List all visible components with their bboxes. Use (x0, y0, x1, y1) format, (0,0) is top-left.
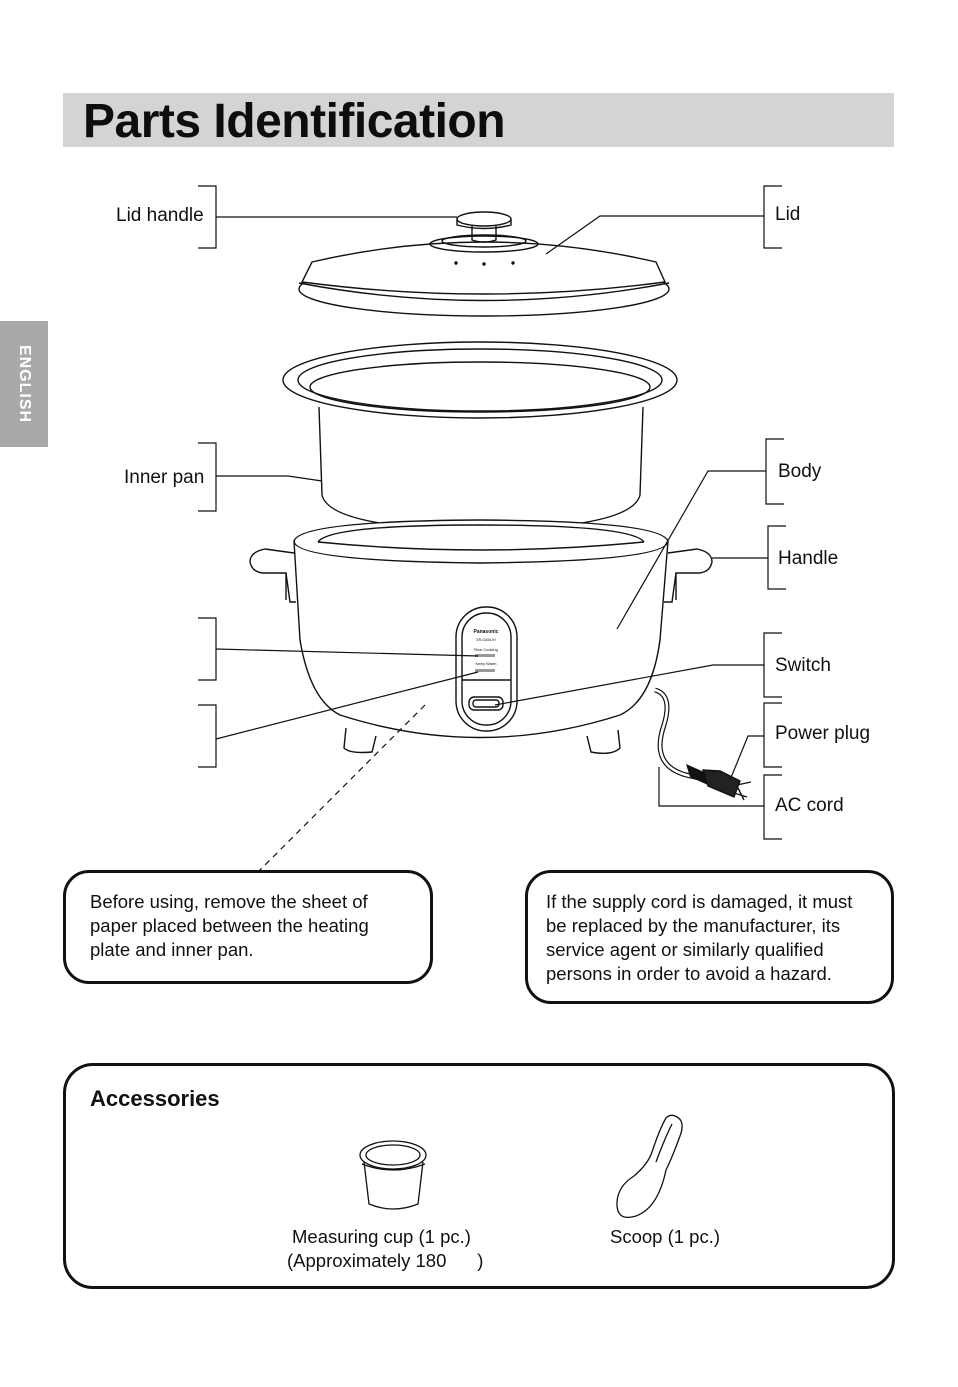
inner-pan-illustration (282, 341, 678, 531)
paper-sheet-note: Before using, remove the sheet of paper … (63, 870, 433, 984)
measuring-cup-icon (359, 1140, 427, 1210)
label-handle: Handle (778, 548, 839, 569)
title-bar: Parts Identification (63, 93, 894, 148)
scoop-label: Scoop (1 pc.) (610, 1226, 721, 1247)
note-line: persons in order to avoid a hazard. (546, 963, 832, 984)
label-switch: Switch (775, 655, 831, 676)
panel-keep-warm-text: Keep Warm (476, 661, 498, 666)
label-body: Body (778, 461, 822, 482)
page-title: Parts Identification (83, 95, 506, 148)
brand-logo-text: Panasonic (473, 629, 498, 635)
accessories-title: Accessories (90, 1086, 220, 1111)
label-ac-cord: AC cord (775, 795, 844, 816)
label-lid-handle: Lid handle (116, 205, 204, 226)
note-line: If the supply cord is damaged, it must (546, 891, 853, 912)
panel-model-text: SR-GA541H (476, 638, 496, 642)
accessories-box: Accessories (63, 1063, 895, 1289)
note-line: service agent or similarly qualified (546, 939, 824, 960)
note-line: Before using, remove the sheet of (90, 891, 368, 912)
note-line: paper placed between the heating (90, 915, 369, 936)
measuring-cup-label: Measuring cup (1 pc.) (292, 1226, 471, 1247)
lid-illustration (298, 211, 670, 317)
label-inner-pan: Inner pan (124, 467, 205, 488)
body-illustration (249, 519, 752, 801)
leader-lines (198, 185, 786, 873)
scoop-icon (616, 1114, 683, 1219)
measuring-cup-capacity: (Approximately 180 ) (287, 1250, 484, 1271)
label-lid: Lid (775, 204, 801, 225)
label-power-plug: Power plug (775, 723, 871, 744)
panel-rice-cooking-text: Rice Cooking (474, 647, 498, 652)
language-tab: ENGLISH (0, 321, 48, 447)
note-line: plate and inner pan. (90, 939, 254, 960)
supply-cord-note: If the supply cord is damaged, it must b… (525, 870, 894, 1004)
note-line: be replaced by the manufacturer, its (546, 915, 841, 936)
